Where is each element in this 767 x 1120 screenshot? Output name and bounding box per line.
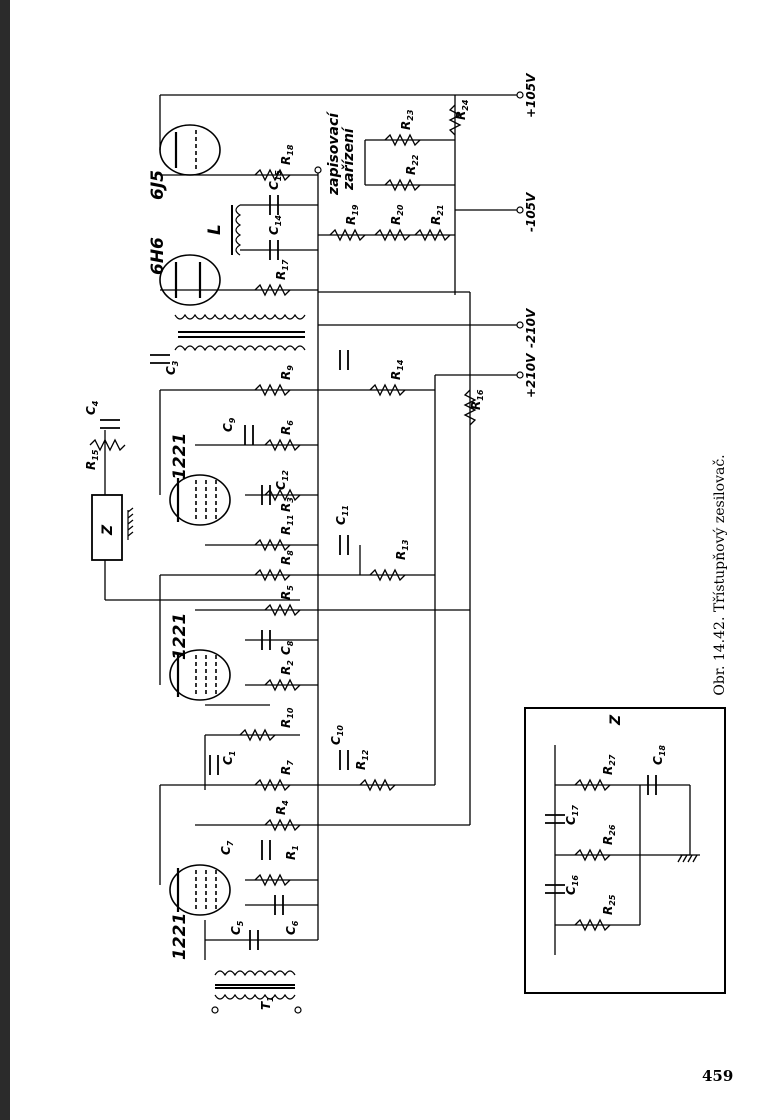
component-label: C7 bbox=[219, 840, 235, 855]
component-label: R24 bbox=[454, 99, 470, 120]
component-label: R8 bbox=[279, 550, 295, 565]
component-label: R1 bbox=[284, 845, 300, 860]
component-label: C5 bbox=[229, 920, 245, 935]
component-label: R17 bbox=[274, 259, 290, 280]
component-label: C1 bbox=[221, 751, 237, 765]
figure-caption: Obr. 14.42. Třístupňový zesilovač. bbox=[712, 454, 728, 696]
voltage-label: -210V bbox=[524, 307, 538, 348]
tube-label: 1221 bbox=[170, 913, 190, 960]
terminal-symbols bbox=[211, 91, 524, 1014]
tube-label: 6H6 bbox=[148, 237, 168, 275]
component-label: C9 bbox=[221, 417, 237, 432]
component-label: R7 bbox=[279, 760, 295, 775]
component-label: R23 bbox=[399, 109, 415, 130]
tube-label: 6J5 bbox=[148, 170, 168, 200]
component-label: R21 bbox=[429, 205, 445, 225]
inductor-label: L bbox=[205, 224, 225, 235]
transformer-symbols bbox=[174, 204, 306, 1000]
component-label: R19 bbox=[344, 204, 360, 225]
component-label: C12 bbox=[274, 470, 290, 490]
page-binding-edge bbox=[0, 0, 10, 1120]
component-label: R3 bbox=[279, 497, 295, 512]
tube-symbols bbox=[159, 124, 231, 916]
component-label: R16 bbox=[469, 389, 485, 410]
component-label: C15 bbox=[267, 170, 283, 190]
component-label: R6 bbox=[279, 420, 295, 435]
component-label: R5 bbox=[279, 585, 295, 600]
component-label: R12 bbox=[354, 749, 370, 770]
component-label: C14 bbox=[267, 215, 283, 235]
resistor-symbols bbox=[89, 104, 477, 887]
z-block-label: Z bbox=[100, 524, 116, 536]
component-label: R9 bbox=[279, 365, 295, 380]
z-detail-panel bbox=[524, 707, 726, 994]
capacitor-symbols bbox=[100, 195, 349, 950]
component-label: C4 bbox=[84, 400, 100, 415]
z-block bbox=[91, 494, 134, 561]
component-label: R18 bbox=[279, 144, 295, 165]
component-label: C11 bbox=[334, 505, 350, 525]
voltage-label: +210V bbox=[524, 352, 538, 398]
component-label: R13 bbox=[394, 539, 410, 560]
detail-title: Z bbox=[608, 714, 624, 726]
component-label: R22 bbox=[404, 154, 420, 175]
component-label: C8 bbox=[279, 640, 295, 655]
output-label: zapisovací bbox=[326, 111, 342, 196]
component-label: R15 bbox=[84, 449, 100, 470]
component-label: R10 bbox=[279, 707, 295, 728]
output-label: zařízení bbox=[341, 126, 357, 191]
component-label: R14 bbox=[389, 359, 405, 380]
component-label: C10 bbox=[329, 725, 345, 745]
component-label: R20 bbox=[389, 204, 405, 225]
component-label: R4 bbox=[274, 800, 290, 815]
circuit-wiring bbox=[104, 94, 520, 960]
page-number: 459 bbox=[702, 1067, 734, 1085]
tube-label: 1221 bbox=[170, 433, 190, 480]
voltage-label: +105V bbox=[524, 72, 538, 118]
component-label: R11 bbox=[279, 515, 295, 535]
component-label: R2 bbox=[279, 660, 295, 675]
voltage-label: -105V bbox=[524, 191, 538, 232]
component-label: C6 bbox=[284, 920, 300, 935]
tube-label: 1221 bbox=[170, 613, 190, 660]
